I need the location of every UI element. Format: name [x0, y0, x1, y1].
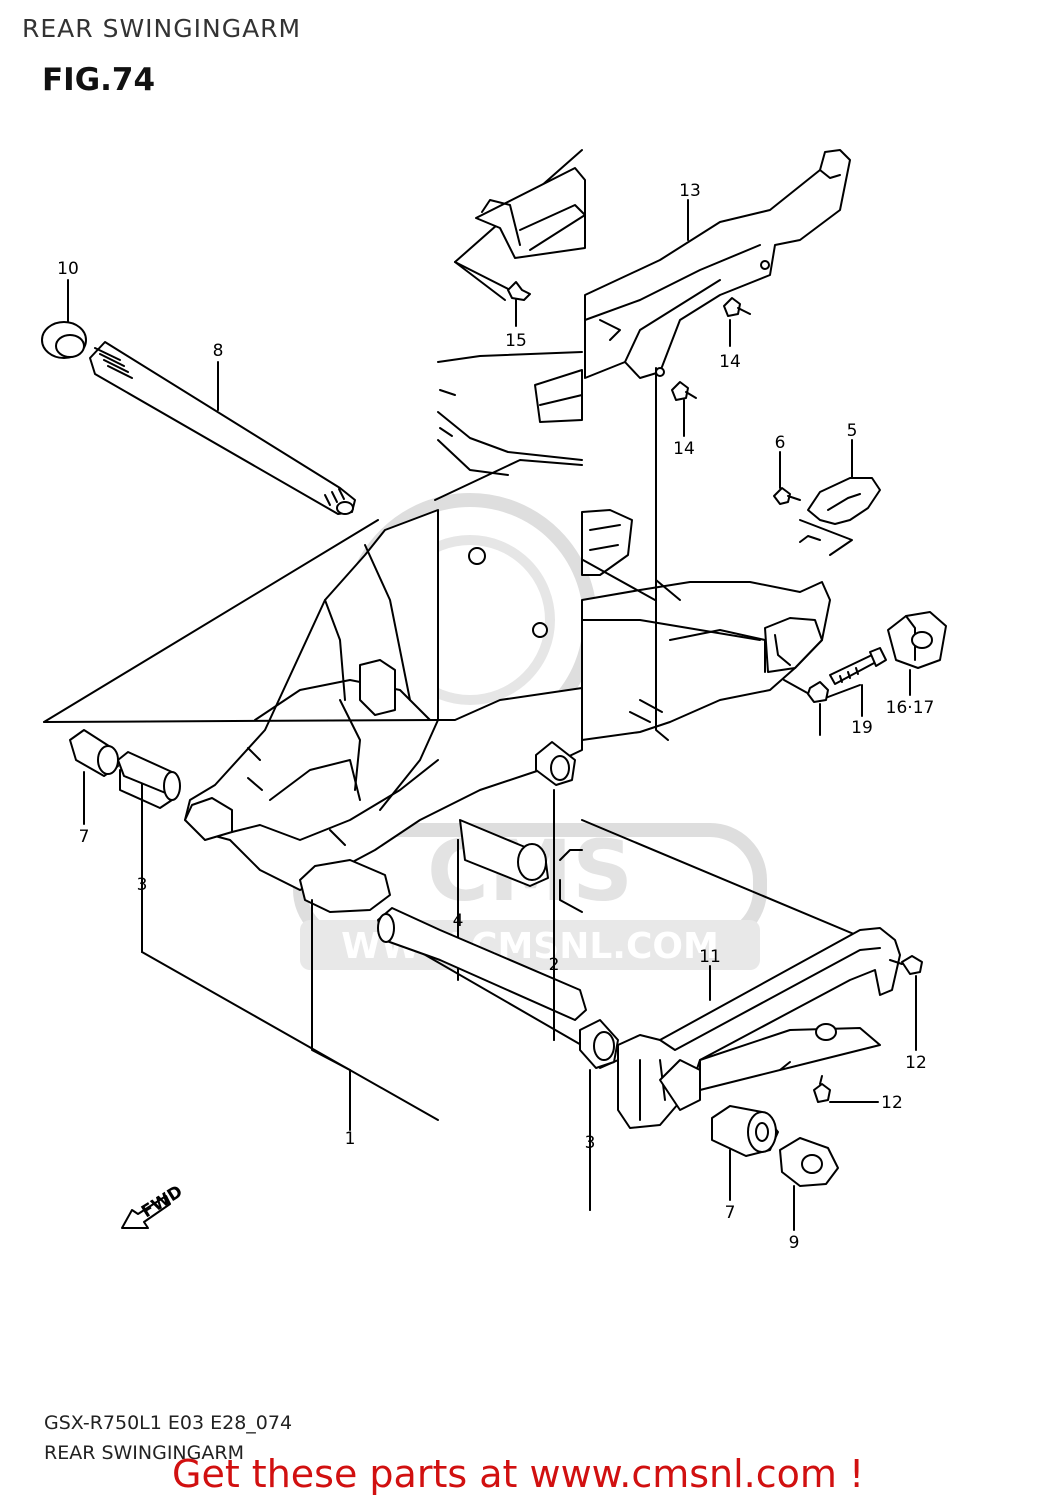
adjuster-bolt [829, 647, 887, 685]
bolt-6 [773, 487, 801, 505]
chain-adjuster [887, 611, 947, 669]
cta-link[interactable]: Get these parts at www.cmsnl.com ! [172, 1452, 865, 1496]
frame-outline [434, 149, 586, 501]
brake-hose-bracket [799, 477, 881, 543]
bearing-left [117, 751, 181, 809]
bearing-right [579, 1019, 619, 1069]
collar-right [711, 1105, 779, 1157]
ref-11[interactable]: 11 [699, 947, 721, 967]
pivot-nut-right [779, 1137, 839, 1187]
ref-18[interactable]: 19 [851, 718, 873, 738]
ref-7-right[interactable]: 7 [725, 1203, 736, 1223]
chain-buffer [617, 927, 901, 1129]
ref-12-lower[interactable]: 12 [881, 1093, 903, 1113]
ref-2[interactable]: 2 [549, 955, 560, 975]
pivot-nut [41, 321, 87, 359]
adjuster-nut [807, 681, 829, 703]
swingarm-body [184, 509, 831, 913]
ref-10[interactable]: 10 [57, 259, 79, 279]
bolt-14-upper [723, 297, 751, 317]
ref-5[interactable]: 5 [847, 421, 858, 441]
ref-15[interactable]: 15 [505, 331, 527, 351]
ref-4[interactable]: 4 [453, 911, 464, 931]
fwd-arrow: FWD [121, 1182, 186, 1229]
ref-9[interactable]: 9 [789, 1233, 800, 1253]
clip-15 [507, 281, 531, 301]
ref-12-upper[interactable]: 12 [905, 1053, 927, 1073]
callout-leaders [67, 199, 917, 1231]
footer-section-title: REAR SWINGINGARM [44, 1442, 244, 1464]
bolt-12-lower [813, 1075, 831, 1103]
chain-cover [584, 149, 851, 379]
spacer [459, 819, 549, 887]
ref-14-lower[interactable]: 14 [673, 439, 695, 459]
header-title: REAR SWINGINGARM [22, 14, 302, 43]
ref-7-left[interactable]: 7 [79, 827, 90, 847]
reference-numbers: 10 8 13 15 14 14 6 5 16·17 19 7 3 4 2 11… [57, 181, 934, 1253]
ref-1[interactable]: 1 [345, 1129, 356, 1149]
ref-14-upper[interactable]: 14 [719, 352, 741, 372]
ref-13[interactable]: 13 [679, 181, 701, 201]
model-code: GSX-R750L1 E03 E28_074 [44, 1412, 293, 1434]
ref-3-right[interactable]: 3 [585, 1133, 596, 1153]
needle-bearing-upper [535, 741, 576, 786]
bolt-14-lower [671, 381, 697, 401]
ref-3-left[interactable]: 3 [137, 875, 148, 895]
bolt-12-upper [889, 955, 923, 975]
pivot-shaft [89, 341, 356, 515]
sleeve-lower [377, 907, 587, 1021]
figure-number: FIG.74 [42, 62, 156, 98]
ref-16-17[interactable]: 16·17 [886, 698, 935, 718]
collar-left [69, 729, 119, 777]
ref-8[interactable]: 8 [213, 341, 224, 361]
ref-6[interactable]: 6 [775, 433, 786, 453]
fwd-label: FWD [138, 1182, 186, 1223]
